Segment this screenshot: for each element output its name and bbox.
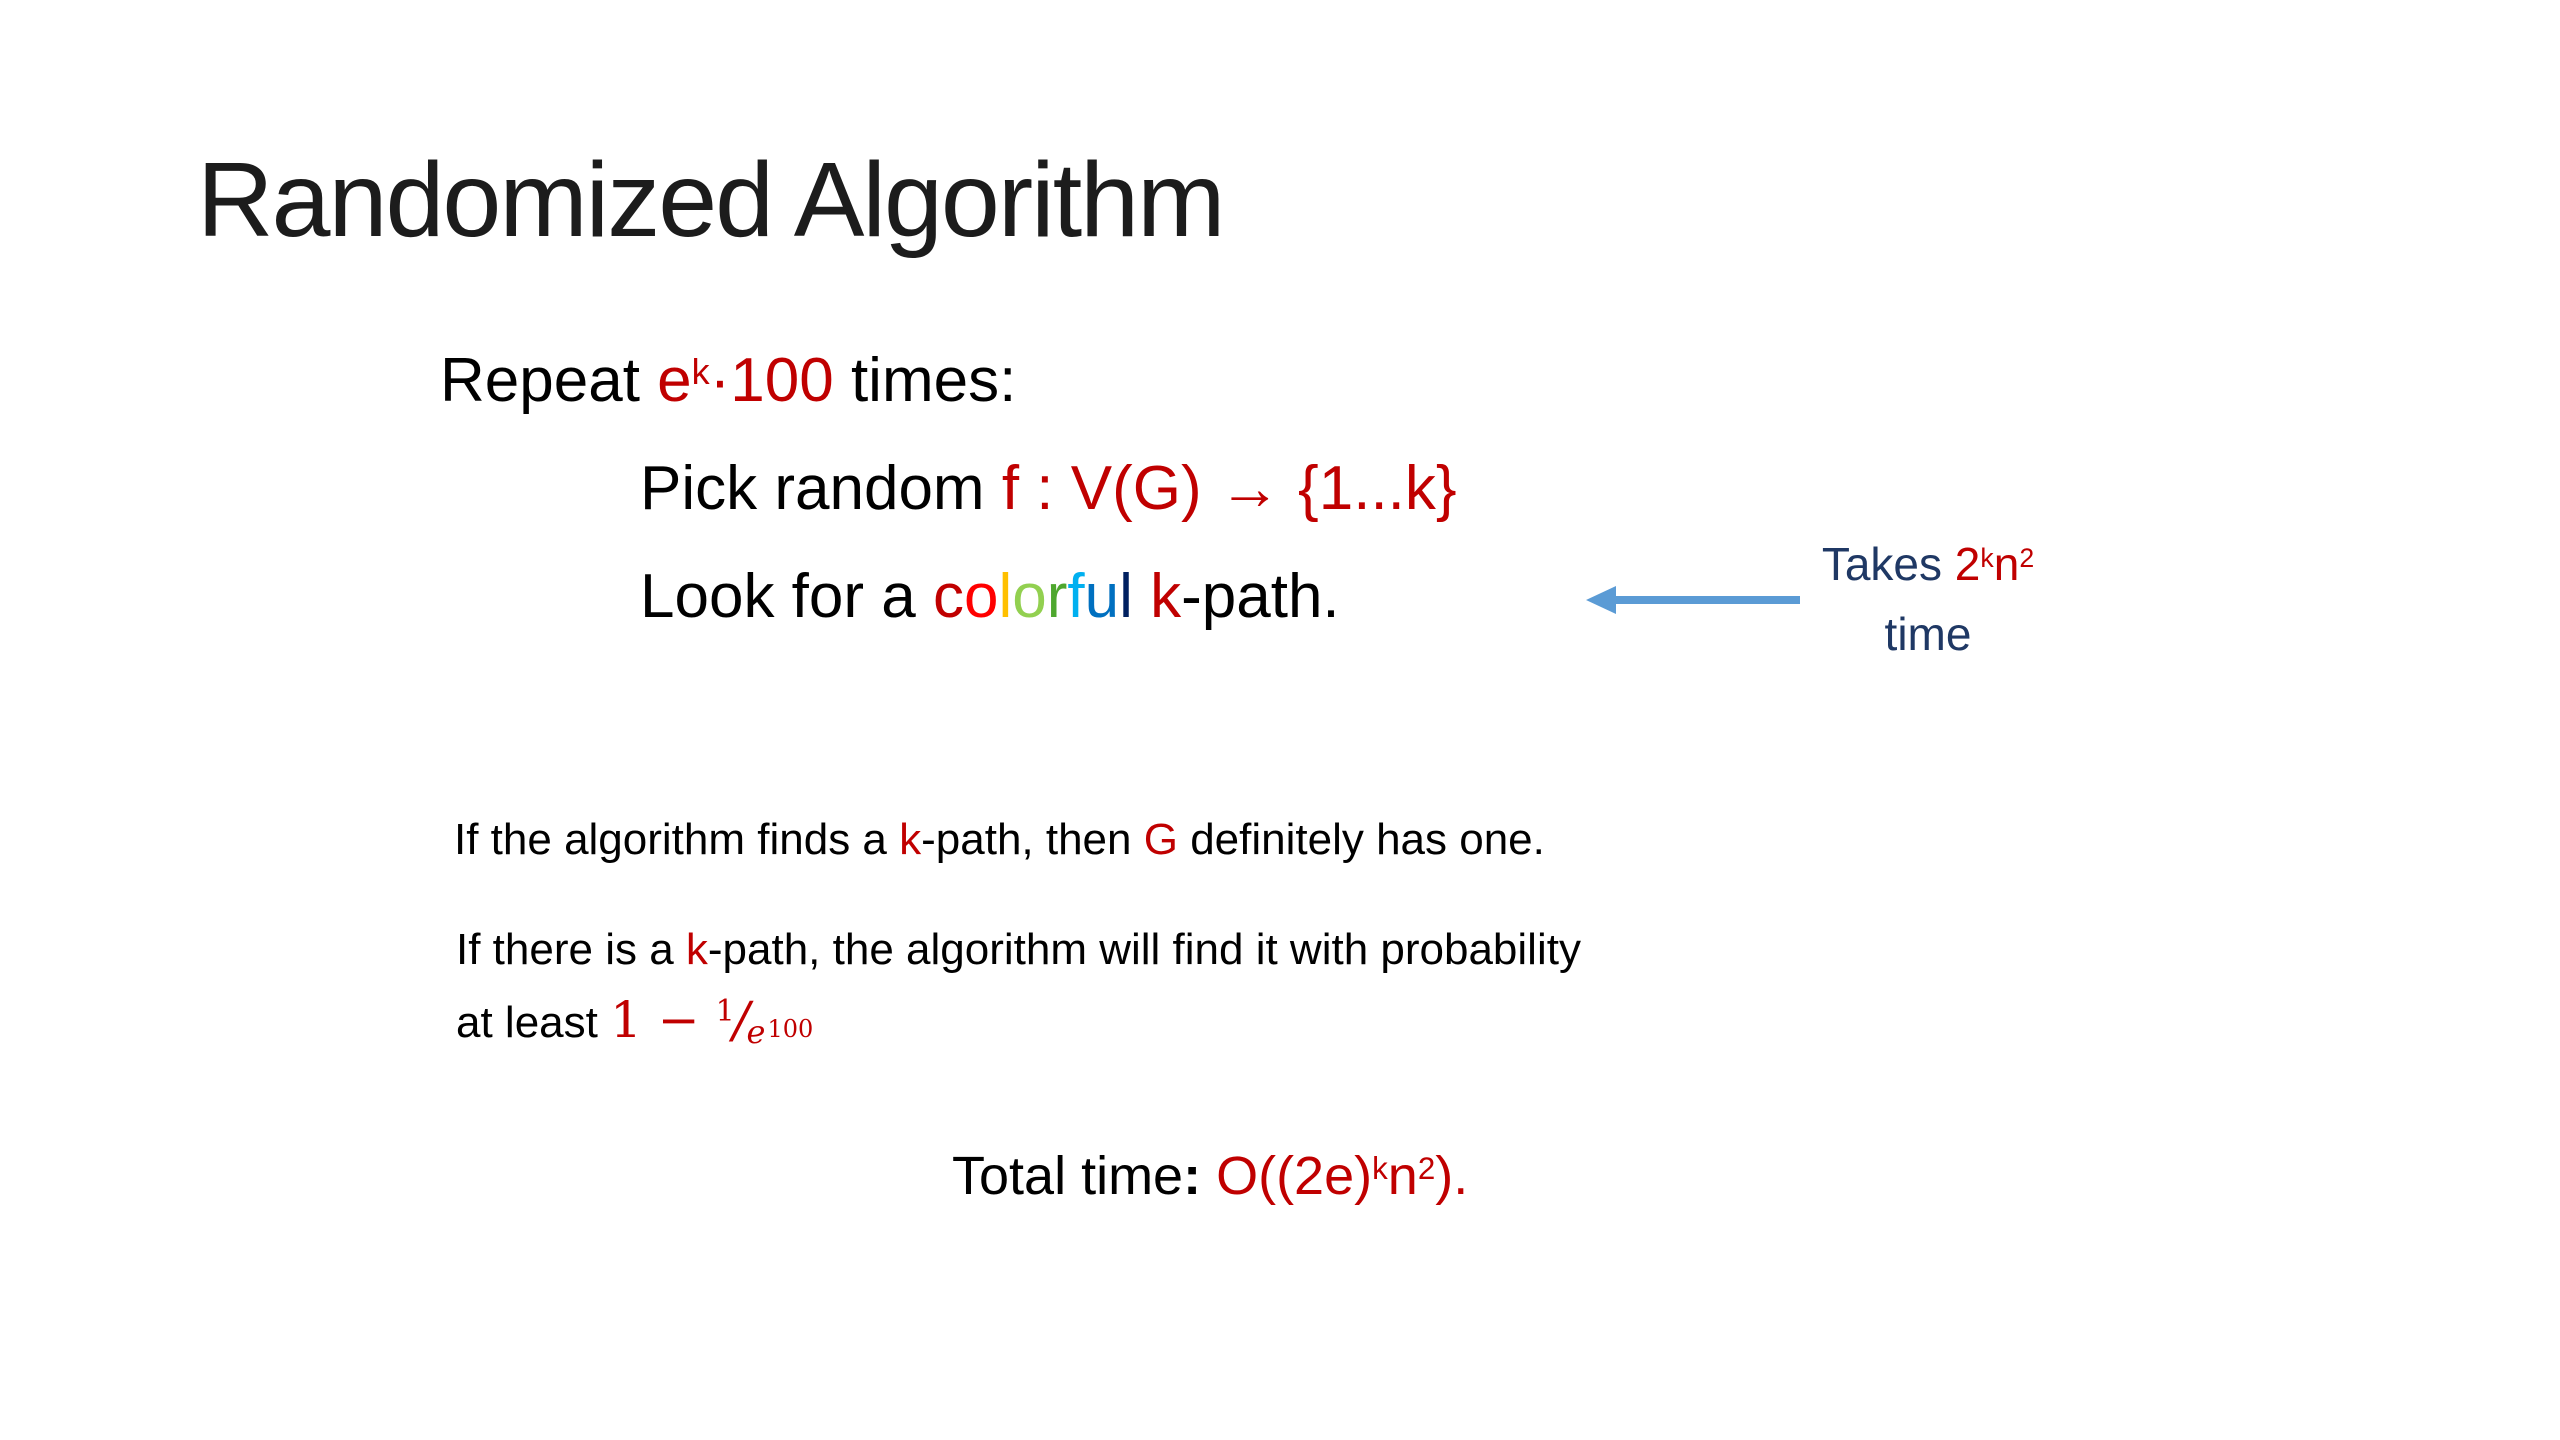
colorful-letter: c — [932, 562, 964, 631]
time-label: time — [1884, 607, 1972, 660]
repeat-k-superscript: k — [691, 350, 710, 392]
total-time-expression: O((2e)kn2). — [1201, 1146, 1468, 1206]
total-k-superscript: k — [1372, 1150, 1388, 1186]
total-time-colon: : — [1183, 1146, 1202, 1206]
cost-n: n — [1993, 538, 2020, 590]
colorful-letter: o — [963, 562, 999, 631]
fraction-exponent: 100 — [767, 1015, 814, 1044]
takes-time-arrow — [1586, 586, 1800, 614]
colorful-letter: u — [1084, 562, 1120, 631]
repeat-dot-100: ·100 — [709, 346, 834, 415]
algorithm-repeat-line: Repeat ek·100 times: — [440, 344, 1016, 418]
claim2-part1: If there is a — [456, 925, 686, 974]
claim-completeness-line2: at least 1 − 1/e100 — [456, 990, 814, 1051]
arrow-head — [1586, 586, 1616, 614]
total-2-superscript: 2 — [1417, 1150, 1436, 1186]
total-time-label: Total time — [952, 1146, 1184, 1206]
fraction-slash: / — [732, 991, 750, 1049]
takes-label: Takes — [1821, 538, 1955, 590]
colorful-word: colorful — [933, 562, 1133, 631]
pick-range-text: {1...k} — [1280, 454, 1457, 523]
repeat-count-expression: ek·100 — [657, 346, 834, 415]
cost-base-2: 2 — [1954, 538, 1981, 590]
fraction-e: e — [746, 1012, 766, 1051]
claim-completeness-line1: If there is a k-path, the algorithm will… — [456, 924, 1581, 977]
fraction-numerator: 1 — [715, 993, 735, 1029]
algorithm-pick-line: Pick random f : V(G) → {1...k} — [640, 452, 1457, 526]
cost-k-superscript: k — [1980, 543, 1994, 574]
algorithm-look-line: Look for a colorful k-path. — [640, 560, 1340, 634]
claim1-part2: -path, then — [921, 815, 1144, 864]
formula-one-minus: 1 − — [610, 991, 716, 1049]
takes-time-annotation: Takes 2kn2 time — [1768, 530, 2088, 670]
claim2-k: k — [685, 925, 708, 974]
pick-prefix: Pick random — [640, 454, 1002, 523]
takes-cost-expression: 2kn2 — [1955, 538, 2034, 590]
look-prefix: Look for a — [640, 562, 933, 631]
colorful-letter: l — [998, 562, 1013, 631]
probability-formula: 1 − 1/e100 — [610, 991, 814, 1051]
claim1-k: k — [899, 815, 922, 864]
claim1-G: G — [1143, 815, 1178, 864]
repeat-suffix: times: — [833, 346, 1017, 415]
repeat-e-base: e — [657, 346, 692, 415]
pick-function-text: f : V(G) — [1001, 454, 1219, 523]
repeat-prefix: Repeat — [440, 346, 658, 415]
total-n: n — [1387, 1146, 1418, 1206]
look-suffix: -path. — [1181, 562, 1340, 631]
claim2-part2: -path, the algorithm will find it with p… — [707, 925, 1581, 974]
colorful-letter: o — [1012, 562, 1047, 631]
claim1-part1: If the algorithm finds a — [454, 815, 900, 864]
look-k-red: k — [1132, 562, 1182, 631]
at-least-label: at least — [456, 998, 611, 1047]
slide-title: Randomized Algorithm — [197, 141, 1225, 259]
total-close: ). — [1435, 1146, 1469, 1206]
cost-2-superscript: 2 — [2019, 543, 2035, 574]
pick-mapping-expression: f : V(G) → {1...k} — [1002, 454, 1457, 523]
colorful-letter: r — [1046, 562, 1068, 631]
total-time-line: Total time: O((2e)kn2). — [952, 1144, 1468, 1209]
claim-soundness: If the algorithm finds a k-path, then G … — [454, 814, 1545, 867]
colorful-letter: l — [1119, 562, 1133, 631]
claim1-part3: definitely has one. — [1177, 815, 1545, 864]
total-O-2e: O((2e) — [1201, 1146, 1373, 1206]
colorful-letter: f — [1067, 562, 1085, 631]
maps-to-arrow-icon: → — [1218, 454, 1281, 523]
